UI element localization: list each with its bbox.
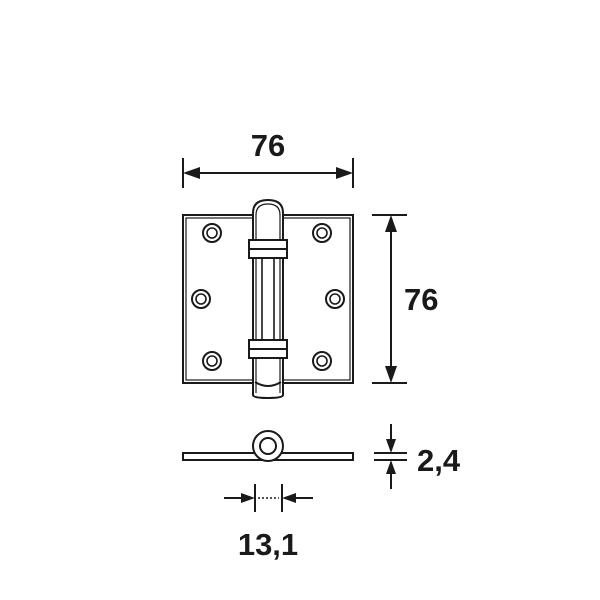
thickness-arrow-bottom <box>386 460 396 474</box>
thickness-dimension: 2,4 <box>374 424 461 489</box>
hinge-knuckle <box>248 198 288 400</box>
height-arrow-top <box>385 215 397 232</box>
width-arrow-right <box>336 167 353 179</box>
hinge-front-view <box>182 198 354 400</box>
thickness-label: 2,4 <box>417 443 461 478</box>
screw-hole-icon <box>325 289 345 309</box>
pin-arrow-left <box>241 493 255 503</box>
height-label: 76 <box>404 282 438 317</box>
hinge-knuckle-outer <box>252 430 284 462</box>
pin-dimension: 13,1 <box>224 484 313 562</box>
hinge-pin <box>259 437 277 455</box>
hinge-side-view <box>182 430 354 462</box>
width-arrow-left <box>183 167 200 179</box>
height-dimension: 76 <box>372 214 438 384</box>
width-dimension: 76 <box>182 128 354 188</box>
screw-hole-icon <box>202 223 222 243</box>
width-label: 76 <box>251 128 285 163</box>
thickness-arrow-top <box>386 439 396 453</box>
screw-hole-icon <box>202 351 222 371</box>
pin-label: 13,1 <box>238 527 298 562</box>
screw-hole-icon <box>191 289 211 309</box>
pin-arrow-right <box>282 493 296 503</box>
screw-hole-icon <box>312 223 332 243</box>
screw-hole-icon <box>312 351 332 371</box>
height-arrow-bottom <box>385 366 397 383</box>
